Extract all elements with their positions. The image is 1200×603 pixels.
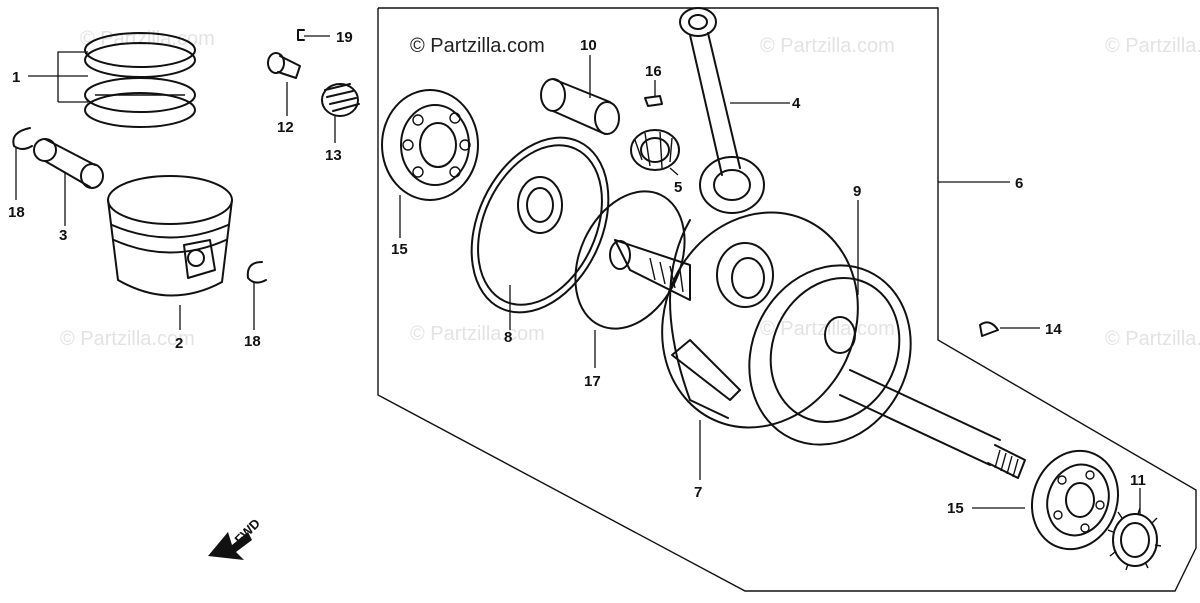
- spring: [321, 83, 360, 117]
- oil-seal-plate: [470, 136, 610, 314]
- needle-bearing: [630, 129, 680, 171]
- crank-pin: [540, 78, 620, 135]
- callout-label: 5: [674, 179, 682, 196]
- piston: [107, 175, 233, 297]
- watermark-faint: © Partzilla.com: [1105, 35, 1200, 57]
- faint-watermarks: © Partzilla.com © Partzilla.com © Partzi…: [60, 28, 1200, 350]
- watermark-faint: © Partzilla.com: [760, 318, 895, 340]
- watermark-main: © Partzilla.com: [410, 35, 545, 57]
- callout-label: 3: [59, 227, 67, 244]
- bearing: [1030, 449, 1120, 551]
- piston-pin: [33, 138, 104, 189]
- pin: [644, 95, 663, 107]
- callout-label: 1: [12, 69, 20, 86]
- callout-label: 17: [584, 373, 601, 390]
- callout-label: 6: [1015, 175, 1023, 192]
- callout-label: 15: [391, 241, 408, 258]
- callout-label: 12: [277, 119, 294, 136]
- callout-label: 15: [947, 500, 964, 517]
- callout-label: 18: [244, 333, 261, 350]
- callout-label: 2: [175, 335, 183, 352]
- callout-label: 10: [580, 37, 597, 54]
- watermark-faint: © Partzilla.com: [410, 323, 545, 345]
- callout-label: 16: [645, 63, 662, 80]
- o-ring: [574, 190, 686, 330]
- piston-pin-clip: [246, 261, 267, 284]
- watermark-faint: © Partzilla.com: [60, 328, 195, 350]
- callout-label: 11: [1130, 472, 1146, 489]
- piston-ring-set: [84, 32, 196, 128]
- callout-label: 7: [694, 484, 702, 501]
- callout-label: 13: [325, 147, 342, 164]
- woodruff-key: [979, 321, 999, 337]
- watermark-faint: © Partzilla.com: [1105, 328, 1200, 350]
- callout-label: 18: [8, 204, 25, 221]
- bolt: [267, 52, 301, 79]
- callout-label: 4: [792, 95, 801, 112]
- bearing: [381, 89, 479, 201]
- watermark-faint: © Partzilla.com: [760, 35, 895, 57]
- crankshaft: [609, 211, 1026, 479]
- piston-pin-clip: [12, 127, 33, 150]
- callout-label: 9: [853, 183, 861, 200]
- callout-label: 8: [504, 329, 512, 346]
- callout-label: 14: [1045, 321, 1062, 338]
- callout-label: 19: [336, 29, 353, 46]
- forward-direction-arrow: FWD: [208, 516, 263, 560]
- cam-chain-sprocket: [1107, 507, 1162, 571]
- connecting-rod: [679, 7, 765, 214]
- crankshaft-assembly-outline: [377, 7, 1197, 592]
- dowel-pin: [297, 29, 305, 41]
- callout-labels: 1 2 3 4 5 6 7 8 9 10 11 12 13 14 15 15 1…: [8, 29, 1146, 517]
